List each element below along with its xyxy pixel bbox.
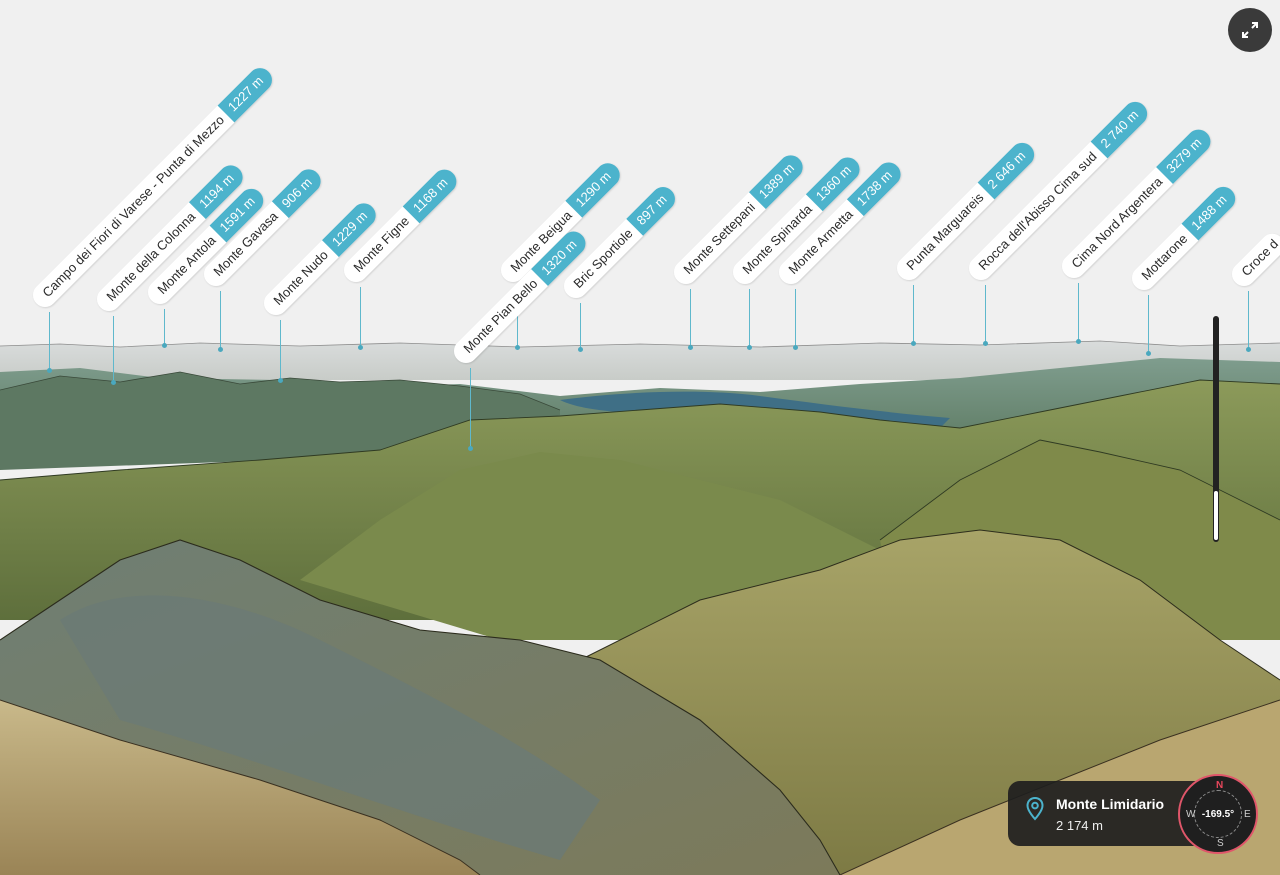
peak-dot xyxy=(911,341,916,346)
compass[interactable]: N S W E -169.5° xyxy=(1178,774,1258,854)
peak-leader-line xyxy=(164,309,165,345)
peak-dot xyxy=(218,347,223,352)
peak-leader-line xyxy=(280,320,281,380)
peak-leader-line xyxy=(580,303,581,349)
compass-heading: -169.5° xyxy=(1201,809,1235,820)
peak-leader-line xyxy=(517,287,518,347)
peak-dot xyxy=(1076,339,1081,344)
peak-dot xyxy=(111,380,116,385)
peak-leader-line xyxy=(1248,291,1249,349)
peak-dot xyxy=(47,368,52,373)
peak-leader-line xyxy=(360,287,361,347)
peak-dot xyxy=(1146,351,1151,356)
peak-leader-line xyxy=(985,285,986,343)
peak-dot xyxy=(688,345,693,350)
peak-leader-line xyxy=(470,368,471,448)
peak-leader-line xyxy=(220,291,221,349)
expand-icon xyxy=(1242,22,1258,38)
compass-west: W xyxy=(1186,809,1196,820)
peak-dot xyxy=(278,378,283,383)
peak-leader-line xyxy=(1078,283,1079,341)
peak-leader-line xyxy=(690,289,691,347)
zoom-slider[interactable] xyxy=(1213,316,1219,542)
peak-leader-line xyxy=(795,289,796,347)
fullscreen-button[interactable] xyxy=(1228,8,1272,52)
location-name: Monte Limidario xyxy=(1056,796,1165,812)
peak-dot xyxy=(793,345,798,350)
peak-dot xyxy=(578,347,583,352)
peak-dot xyxy=(983,341,988,346)
peak-leader-line xyxy=(749,289,750,347)
compass-ring xyxy=(1194,790,1242,838)
peak-leader-line xyxy=(913,285,914,343)
peak-dot xyxy=(747,345,752,350)
peak-dot xyxy=(162,343,167,348)
peak-leader-line xyxy=(49,312,50,370)
peak-dot xyxy=(1246,347,1251,352)
peak-dot xyxy=(468,446,473,451)
selected-location-panel[interactable]: Monte Limidario 2 174 m xyxy=(1008,781,1218,846)
compass-south: S xyxy=(1217,838,1224,849)
peak-leader-line xyxy=(113,316,114,382)
zoom-slider-fill[interactable] xyxy=(1214,491,1218,540)
peak-leader-line xyxy=(1148,295,1149,353)
compass-north: N xyxy=(1216,780,1224,791)
compass-east: E xyxy=(1244,809,1251,820)
peak-dot xyxy=(515,345,520,350)
peak-dot xyxy=(358,345,363,350)
location-pin-icon xyxy=(1026,797,1044,821)
location-elevation: 2 174 m xyxy=(1056,818,1103,833)
